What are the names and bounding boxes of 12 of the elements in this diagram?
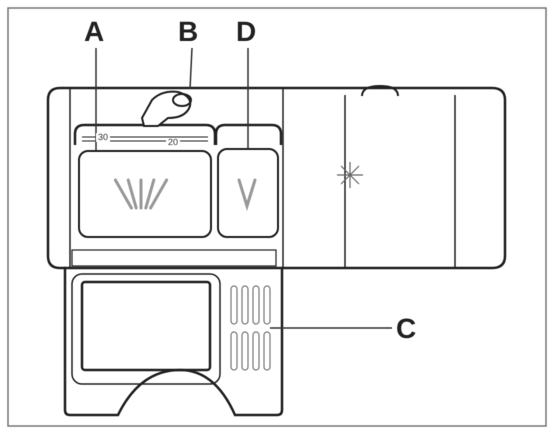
callout-letter: C: [396, 315, 416, 343]
detergent-compartment-lid: [78, 150, 212, 238]
callout-letter: D: [236, 18, 256, 46]
leader-line: [247, 48, 249, 148]
rinse-aid-compartment-lid: [217, 148, 279, 238]
leader-line: [270, 327, 392, 329]
scale-mark: 20: [166, 138, 180, 147]
callout-letter: A: [84, 18, 104, 46]
scale-mark: 30: [96, 133, 110, 142]
leader-line: [189, 48, 193, 90]
callout-letter: B: [178, 18, 198, 46]
leader-line: [95, 48, 97, 150]
